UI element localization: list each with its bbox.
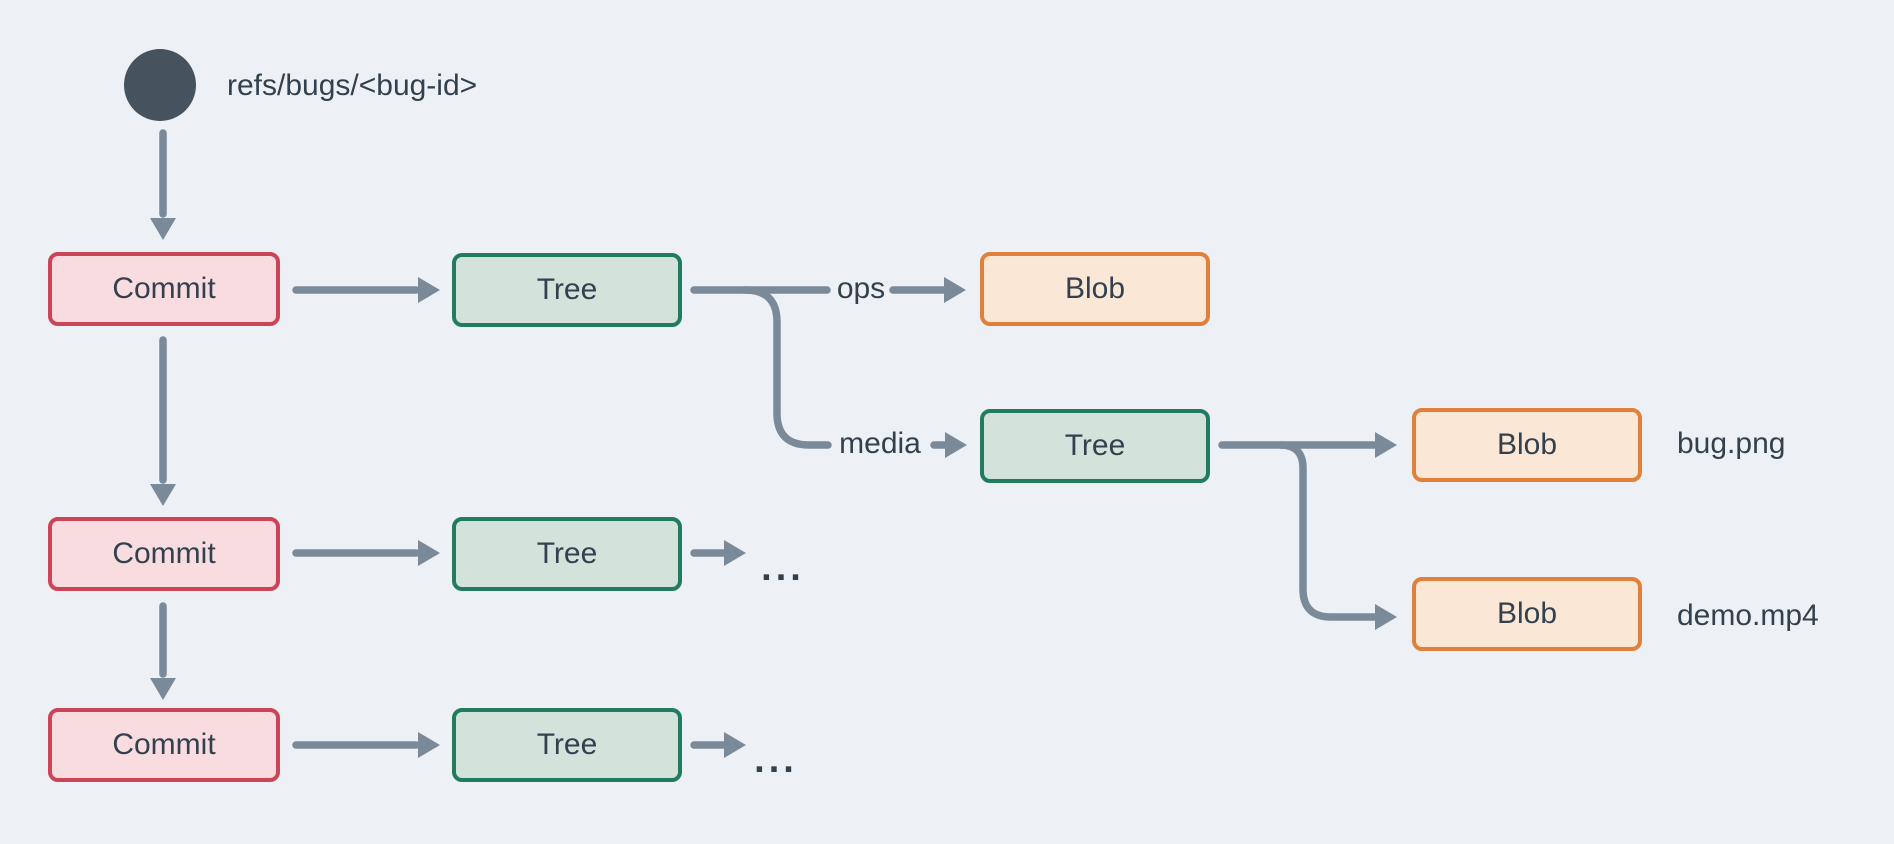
commit-node-3: Commit	[48, 708, 280, 782]
tree-node-media: Tree	[980, 409, 1210, 483]
arrowhead-ops-to-blob	[944, 277, 966, 303]
edge-label-ops: ops	[836, 272, 886, 305]
file-label-demo-mp4: demo.mp4	[1677, 599, 1819, 632]
arrowhead-commit1-to-tree1	[418, 277, 440, 303]
ellipsis-row-3: ...	[754, 739, 798, 781]
arrowhead-commit2-to-tree2	[418, 540, 440, 566]
blob-node-ops: Blob	[980, 252, 1210, 326]
commit-node-1-label: Commit	[112, 272, 216, 305]
blob-node-bug: Blob	[1412, 408, 1642, 482]
arrowhead-tree2-to-ellipsis	[724, 540, 746, 566]
arrowhead-media-to-tree	[945, 432, 967, 458]
arrowhead-tree3-to-ellipsis	[724, 732, 746, 758]
commit-node-2-label: Commit	[112, 537, 216, 570]
arrowhead-commit2-to-commit3	[150, 678, 176, 700]
tree-node-3: Tree	[452, 708, 682, 782]
ref-label: refs/bugs/<bug-id>	[227, 69, 478, 102]
arrowhead-commit3-to-tree3	[418, 732, 440, 758]
ellipsis-row-2: ...	[761, 547, 805, 589]
tree-node-media-label: Tree	[1064, 429, 1126, 462]
arrowhead-mediatree-to-blob-demo	[1375, 604, 1397, 630]
tree-node-3-label: Tree	[536, 728, 598, 761]
blob-node-ops-label: Blob	[1064, 272, 1126, 305]
commit-node-1: Commit	[48, 252, 280, 326]
file-label-bug-png: bug.png	[1677, 427, 1786, 460]
tree-node-2: Tree	[452, 517, 682, 591]
blob-node-demo-label: Blob	[1496, 597, 1558, 630]
blob-node-bug-label: Blob	[1496, 428, 1558, 461]
commit-node-3-label: Commit	[112, 728, 216, 761]
commit-node-2: Commit	[48, 517, 280, 591]
tree-node-2-label: Tree	[536, 537, 598, 570]
ref-circle	[124, 49, 196, 121]
arrowhead-commit1-to-commit2	[150, 484, 176, 506]
arrowhead-ref-to-commit1	[150, 218, 176, 240]
tree-node-1-label: Tree	[536, 273, 598, 306]
blob-node-demo: Blob	[1412, 577, 1642, 651]
tree-node-1: Tree	[452, 253, 682, 327]
edge-mediatree-branch-to-blob-demo	[1276, 441, 1379, 621]
edge-tree1-branch-to-media-label	[741, 286, 832, 449]
edge-label-media: media	[839, 427, 921, 460]
arrowhead-mediatree-to-blob-bug	[1375, 432, 1397, 458]
